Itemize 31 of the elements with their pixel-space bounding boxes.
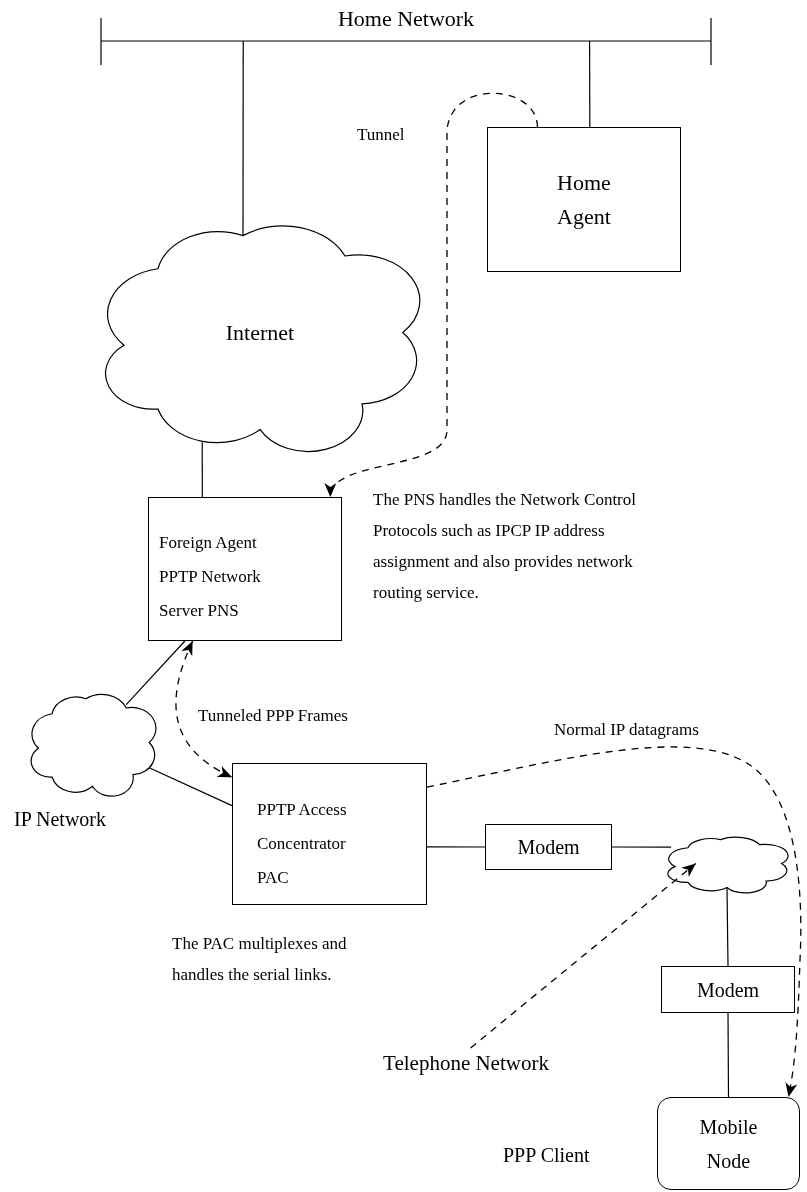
- connector-line: [726, 886, 729, 967]
- arrow: [175, 640, 233, 778]
- note-text: The PNS handles the Network Control Protocols such as IPCP IP address assignment and also provides network routing service.: [373, 489, 637, 604]
- rounded-box: [657, 1097, 800, 1190]
- connector-line: [611, 846, 672, 848]
- network-box: [661, 966, 795, 1013]
- node-label: Foreign Agent PPTP Network Server PNS: [159, 532, 262, 622]
- arrow: [470, 862, 697, 1049]
- note-text: The PAC multiplexes and handles the serial links.: [172, 933, 348, 986]
- connector-line: [426, 846, 486, 848]
- node-label: Internet: [225, 319, 295, 347]
- bus-label: Home Network: [337, 6, 475, 32]
- connector-line: [148, 767, 233, 807]
- node-label: Modem: [696, 977, 760, 1003]
- connector-line: [727, 1012, 730, 1098]
- connector-line: [589, 40, 591, 128]
- arrow: [426, 746, 802, 1098]
- network-box: [485, 824, 612, 870]
- network-box: [148, 497, 342, 641]
- connector-line: [201, 441, 203, 498]
- node-caption: IP Network: [14, 807, 107, 832]
- node-caption: PPP Client: [503, 1143, 590, 1168]
- network-box: [232, 763, 427, 905]
- node-label: Modem: [517, 835, 580, 860]
- connector-line: [125, 640, 186, 706]
- network-box: [487, 127, 681, 272]
- node-label: PPTP Access Concentrator PAC: [257, 799, 348, 889]
- node-label: Home Agent: [556, 168, 612, 231]
- network-label: Telephone Network: [350, 1048, 582, 1082]
- node-label: Mobile Node: [698, 1114, 759, 1174]
- connector-line: [242, 40, 244, 237]
